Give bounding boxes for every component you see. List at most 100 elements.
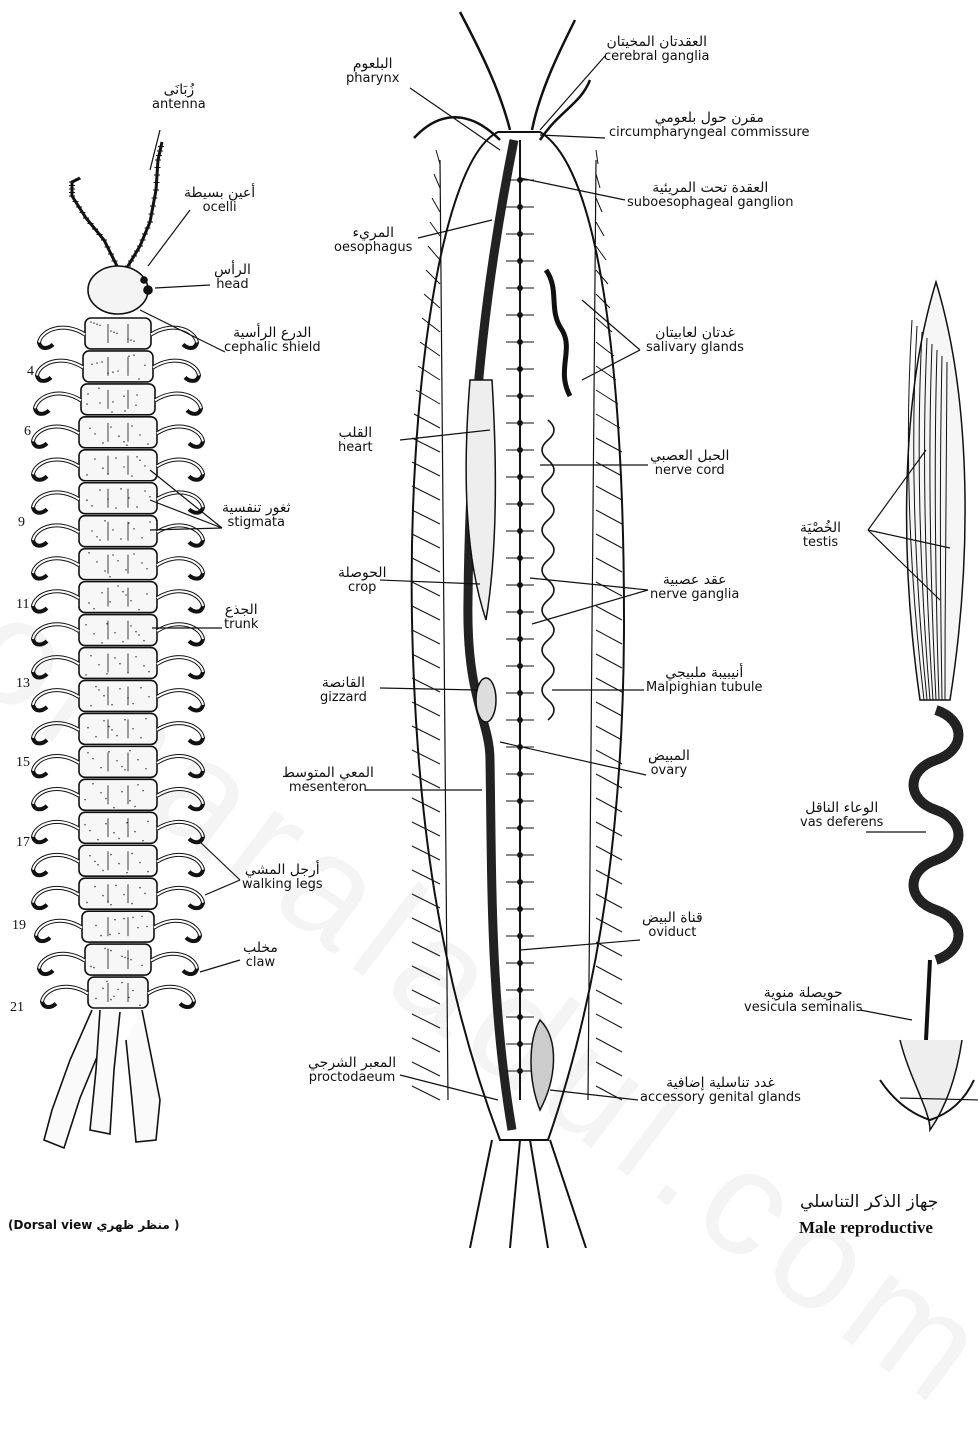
male-reproductive-caption-en: Male reproductive: [799, 1218, 933, 1238]
segment-number: 4: [27, 364, 34, 380]
stipple: [130, 339, 132, 341]
label-claw: مخلبclaw: [243, 940, 278, 971]
stipple: [135, 404, 137, 406]
stipple: [90, 655, 92, 657]
dorsal-view-caption: (Dorsal view منظر ظهري ): [8, 1218, 180, 1232]
stipple: [135, 656, 137, 658]
stipple: [118, 838, 120, 840]
stipple: [94, 458, 96, 460]
stipple: [94, 886, 96, 888]
stipple: [96, 536, 98, 538]
stipple: [116, 332, 118, 334]
trunk-tergite: [79, 779, 157, 810]
trunk-tergite: [81, 384, 155, 415]
gizzard-shape: [476, 678, 496, 722]
stipple: [148, 696, 150, 698]
stipple: [133, 553, 135, 555]
stipple: [112, 554, 114, 556]
body-wall-segment: [412, 870, 440, 884]
trunk-tergite: [79, 746, 157, 777]
stipple: [96, 323, 98, 325]
stipple: [94, 861, 96, 863]
ganglion: [518, 448, 522, 452]
stipple: [93, 967, 95, 969]
leader-line: [540, 56, 605, 130]
stipple: [130, 959, 132, 961]
stipple: [99, 324, 101, 326]
stipple: [147, 821, 149, 823]
stipple: [146, 926, 148, 928]
ganglion: [518, 259, 522, 263]
stipple: [118, 863, 120, 865]
body-wall-segment: [412, 462, 440, 476]
stipple: [123, 395, 125, 397]
body-wall-segment: [596, 798, 622, 812]
ganglion: [518, 799, 522, 803]
stipple: [137, 927, 139, 929]
leader-line: [540, 135, 605, 138]
stipple: [123, 918, 125, 920]
stipple: [122, 591, 124, 593]
stipple: [110, 950, 112, 952]
body-wall-segment: [412, 1014, 440, 1028]
stipple: [110, 999, 112, 1001]
stipple: [120, 488, 122, 490]
stipple: [115, 507, 117, 509]
ganglion: [518, 556, 522, 560]
stipple: [136, 394, 138, 396]
body-wall-segment: [596, 966, 622, 980]
stipple: [114, 657, 116, 659]
stipple: [100, 767, 102, 769]
label-vas-deferens: الوعاء الناقلvas deferens: [800, 800, 883, 831]
body-wall-segment: [596, 846, 622, 860]
stipple: [88, 552, 90, 554]
body-wall-segment: [596, 534, 622, 548]
stipple: [128, 522, 130, 524]
stipple: [129, 800, 131, 802]
trunk-tergite: [83, 351, 153, 382]
stipple: [126, 822, 128, 824]
segment-number: 6: [24, 424, 31, 440]
stipple: [120, 538, 122, 540]
gonopod: [470, 1140, 492, 1248]
label-trunk: الجذعtrunk: [224, 602, 258, 633]
trunk-tergite: [79, 417, 157, 448]
stipple: [119, 663, 121, 665]
stipple: [111, 729, 113, 731]
trunk-tergite: [85, 944, 151, 975]
stipple: [108, 726, 110, 728]
stipple: [123, 441, 125, 443]
stipple: [128, 497, 130, 499]
stipple: [121, 791, 123, 793]
label-cerebral-ganglia: العقدتان المخيتانcerebral ganglia: [604, 34, 709, 65]
stipple: [123, 466, 125, 468]
ganglion: [518, 502, 522, 506]
body-wall-segment: [596, 1038, 622, 1052]
label-gizzard: القانصةgizzard: [320, 675, 367, 706]
label-oesophagus: المريءoesophagus: [334, 225, 412, 256]
stipple: [145, 718, 147, 720]
stipple: [139, 887, 141, 889]
ganglion: [518, 1069, 522, 1073]
body-wall-segment: [412, 798, 440, 812]
stipple: [86, 499, 88, 501]
trunk-tergite: [79, 845, 157, 876]
stipple: [118, 435, 120, 437]
stipple: [95, 925, 97, 927]
leader-line: [155, 285, 210, 288]
dissection-antenna: [460, 12, 510, 130]
body-wall-segment: [422, 318, 440, 332]
body-wall-segment: [412, 486, 440, 500]
stipple: [91, 363, 93, 365]
stipple: [96, 362, 98, 364]
body-wall-segment: [412, 678, 440, 692]
stipple: [118, 933, 120, 935]
stipple: [143, 640, 145, 642]
stipple: [128, 997, 130, 999]
antenna: [128, 142, 162, 266]
stipple: [105, 823, 107, 825]
stipple: [109, 576, 111, 578]
vesicula-shape: [900, 1040, 962, 1130]
body-wall-segment: [596, 294, 610, 308]
leader-line: [150, 500, 222, 528]
